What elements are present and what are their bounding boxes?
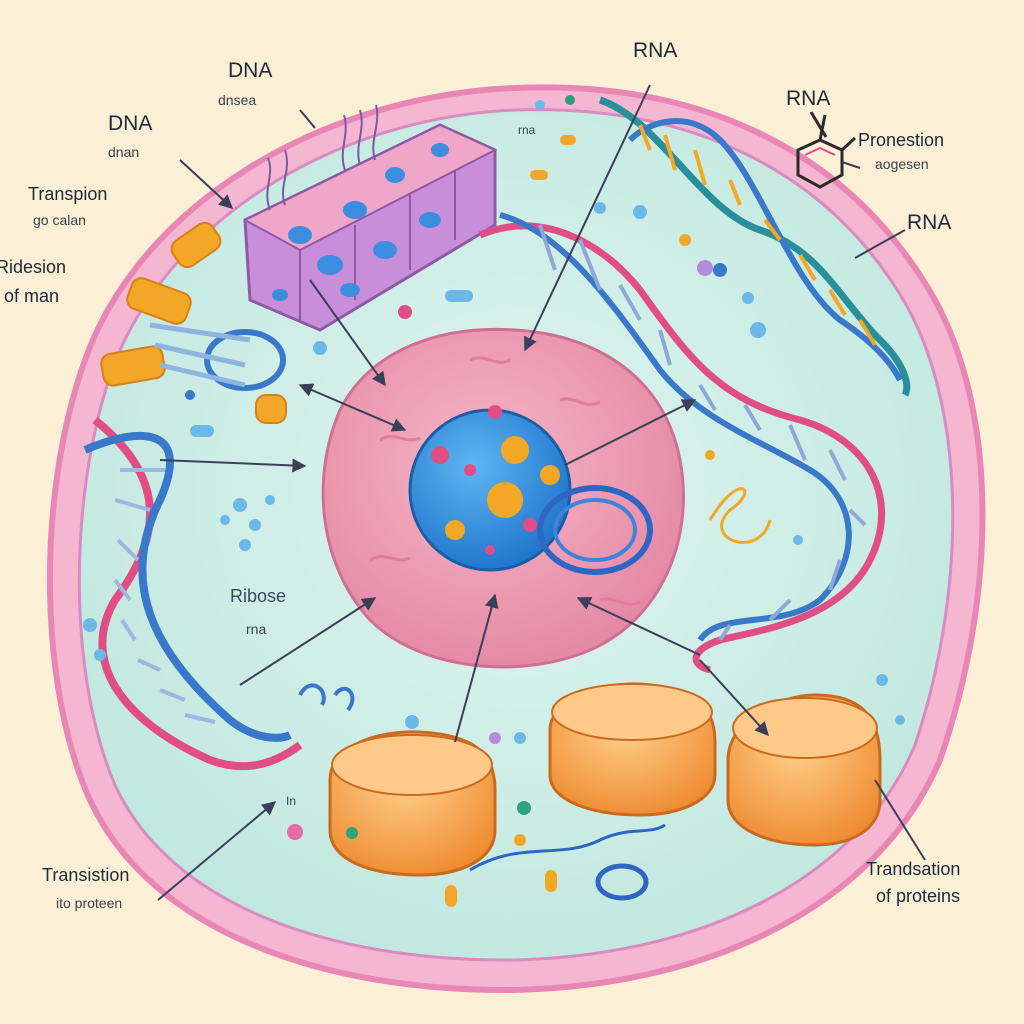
label-dna-top: DNA: [228, 59, 273, 82]
mitochondria-coils: [100, 221, 287, 424]
label-translation-right: Trandsation: [866, 859, 961, 879]
label-in: In: [286, 794, 297, 808]
label-rna-right: RNA: [786, 87, 831, 110]
label-translation-left: Transistion: [42, 865, 130, 885]
label-dna-left: DNA: [108, 112, 153, 135]
label-transpion-sub: go calan: [33, 212, 86, 228]
label-dna-left-sub: dnan: [108, 144, 140, 160]
label-translation-right-sub: of proteins: [876, 886, 961, 906]
dna-helix-left: [83, 416, 303, 771]
dna-helix-center-right: [478, 212, 886, 674]
label-ridesion: Ridesion: [0, 257, 67, 277]
label-ribose: Ribose: [230, 586, 287, 606]
ribosome-left: [328, 730, 497, 877]
ribosome-center: [548, 682, 717, 817]
label-pronestion-sub: aogesen: [875, 156, 929, 172]
label-ribose-sub: rna: [246, 621, 267, 637]
rna-coil: [537, 485, 653, 575]
label-rna-top: RNA: [633, 39, 678, 62]
vesicles: [83, 95, 905, 907]
label-pronestion: Pronestion: [858, 130, 945, 150]
label-transpion: Transpion: [28, 184, 108, 204]
leader-lines: [157, 84, 926, 901]
rna-helix-top-right: [598, 96, 911, 397]
label-translation-left-sub: ito proteen: [56, 895, 123, 911]
label-ridesion-sub: of man: [4, 286, 60, 306]
hexagon-molecule-icon: [796, 111, 857, 189]
label-rna-inner: rna: [518, 123, 536, 137]
label-dna-top-sub: dnsea: [218, 92, 257, 108]
label-rna-far-right: RNA: [907, 211, 952, 234]
endoplasmic-reticulum: [242, 104, 498, 332]
